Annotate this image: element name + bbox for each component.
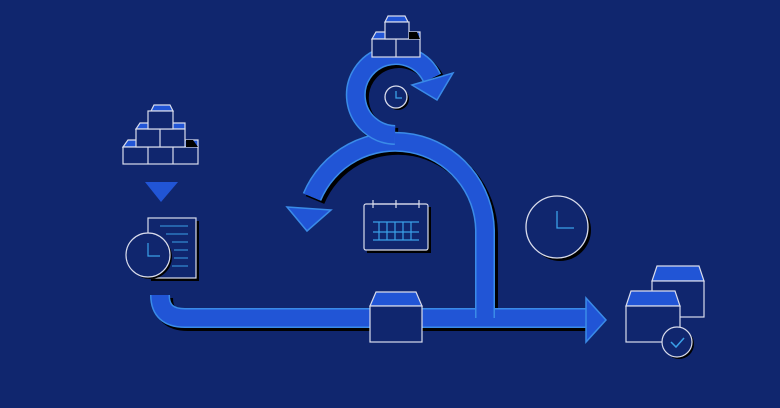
large-clock-icon <box>525 195 591 261</box>
sprint-backlog-document-icon <box>125 217 199 281</box>
product-backlog-stack-icon <box>121 104 199 165</box>
arrow-shadows <box>153 48 591 331</box>
daily-loop-arrow <box>345 45 455 145</box>
calendar-icon <box>363 200 431 253</box>
top-box-stack-icon <box>370 15 421 58</box>
small-clock-icon <box>384 85 409 110</box>
arrowhead-right-icon <box>585 296 608 344</box>
main-flow-arrow <box>150 294 608 344</box>
sprint-loop-arrow <box>285 131 495 318</box>
arrowhead-right-down-icon <box>410 71 455 102</box>
arrowhead-down-left-icon <box>285 206 333 233</box>
delivered-boxes-icon <box>625 265 705 343</box>
check-circle-icon <box>661 326 694 359</box>
down-arrow-icon <box>145 182 178 202</box>
increment-box-icon <box>369 291 423 343</box>
